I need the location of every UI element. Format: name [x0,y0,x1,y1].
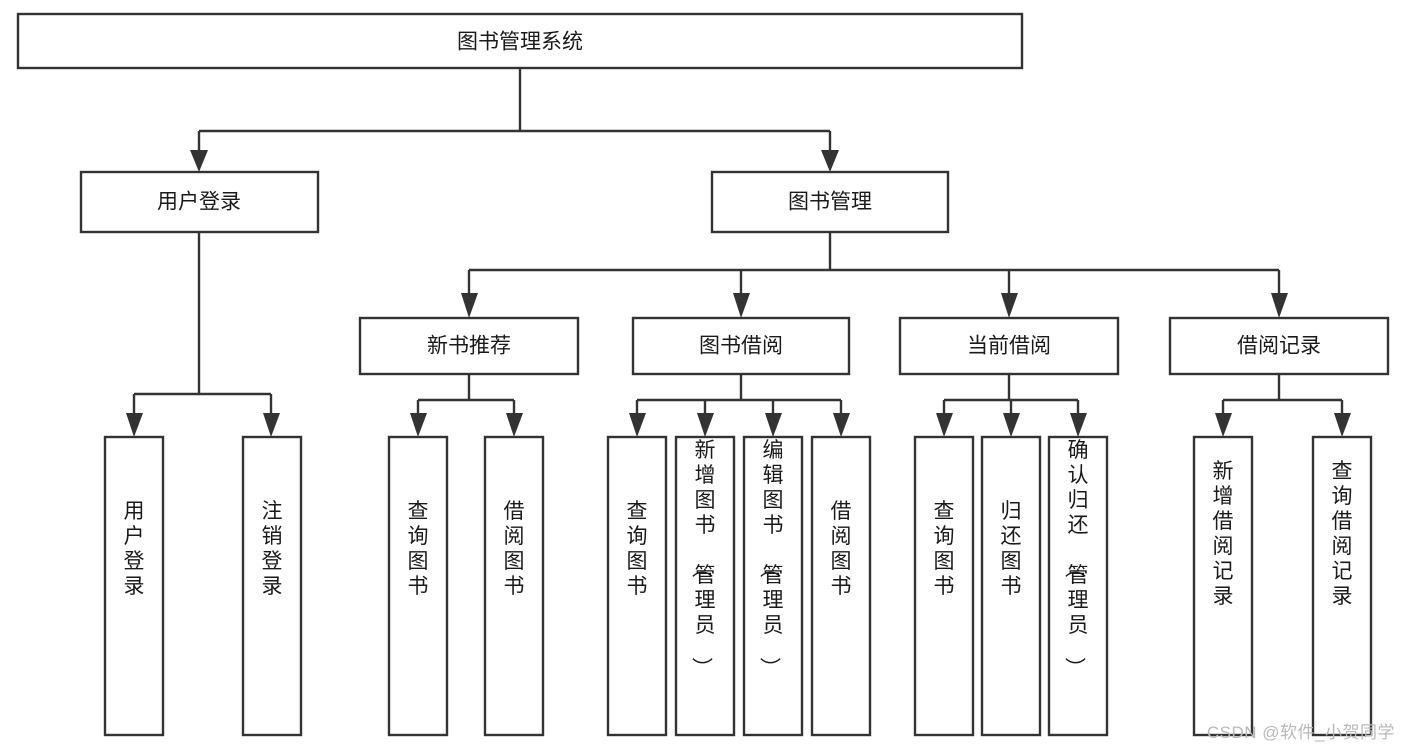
node-book-manage-box[interactable] [710,170,950,234]
node-leaf-edit-book-box[interactable] [742,435,804,737]
node-root-label: 图书管理系统 [457,31,583,54]
node-leaf-add-record-label: 新增借阅记录 [1213,460,1234,608]
arrow-leaf-borrow-book-1 [506,413,523,437]
connector-group [126,68,1351,437]
arrow-to-new-book-rec [461,293,478,318]
node-leaf-borrow-book-1[interactable]: 借阅图书 [483,435,545,737]
arrow-leaf-logout [263,413,280,437]
arrow-leaf-confirm-return [1070,413,1087,437]
arrow-leaf-add-book [697,413,714,437]
node-leaf-edit-book[interactable]: 编辑图书（管理员） [742,435,804,737]
arrow-leaf-query-book-1 [410,413,427,437]
arrow-to-book-manage [821,150,839,172]
node-leaf-borrow-book-1-box[interactable] [483,435,545,737]
node-leaf-confirm-return-label: 确认归还（管理员） [1063,439,1089,678]
node-leaf-query-book-1-box[interactable] [387,435,449,737]
node-leaf-user-login-box[interactable] [103,435,165,737]
node-leaf-query-book-3-label: 查询图书 [934,500,955,598]
node-leaf-confirm-return-box[interactable] [1047,435,1109,737]
arrow-leaf-edit-book [765,413,782,437]
node-leaf-query-book-3[interactable]: 查询图书 [913,435,975,737]
node-leaf-confirm-return[interactable]: 确认归还（管理员） [1047,435,1109,737]
node-book-borrow[interactable]: 图书借阅 [631,316,851,376]
node-new-book-rec[interactable]: 新书推荐 [358,316,580,376]
node-leaf-query-record-label: 查询借阅记录 [1332,460,1353,608]
node-leaf-logout-label: 注销登录 [262,500,283,598]
node-leaf-logout[interactable]: 注销登录 [241,435,303,737]
node-leaf-query-book-2-label: 查询图书 [627,500,648,598]
node-borrow-record-box[interactable] [1168,316,1390,376]
node-root[interactable]: 图书管理系统 [16,12,1024,70]
node-book-manage-label: 图书管理 [788,191,872,214]
node-current-borrow-label: 当前借阅 [967,335,1051,358]
arrow-leaf-add-record [1215,413,1232,437]
node-user-login[interactable]: 用户登录 [79,170,320,234]
node-leaf-add-book-box[interactable] [674,435,736,737]
node-leaf-return-book-label: 归还图书 [1001,500,1022,598]
arrow-leaf-user-login [126,413,143,437]
node-leaf-user-login-label: 用户登录 [124,500,145,598]
node-leaf-query-book-3-box[interactable] [913,435,975,737]
node-leaf-add-book-label: 新增图书（管理员） [690,439,716,678]
node-current-borrow[interactable]: 当前借阅 [898,316,1120,376]
node-new-book-rec-label: 新书推荐 [427,335,511,358]
node-leaf-query-book-2-box[interactable] [606,435,668,737]
node-leaf-borrow-book-2[interactable]: 借阅图书 [810,435,872,737]
arrow-leaf-borrow-book-2 [833,413,850,437]
node-leaf-borrow-book-2-box[interactable] [810,435,872,737]
node-current-borrow-box[interactable] [898,316,1120,376]
node-book-borrow-box[interactable] [631,316,851,376]
node-leaf-borrow-book-1-label: 借阅图书 [504,500,525,598]
node-leaf-add-record-box[interactable] [1192,435,1254,737]
node-leaf-return-book-box[interactable] [980,435,1042,737]
node-book-borrow-label: 图书借阅 [699,335,783,358]
arrow-leaf-query-book-3 [936,413,953,437]
arrow-leaf-return-book [1003,413,1020,437]
node-leaf-add-book[interactable]: 新增图书（管理员） [674,435,736,737]
arrow-leaf-query-record [1334,413,1351,437]
node-leaf-query-book-2[interactable]: 查询图书 [606,435,668,737]
node-leaf-query-record[interactable]: 查询借阅记录 [1311,435,1373,737]
arrow-to-borrow-record [1271,293,1288,318]
arrow-leaf-query-book-2 [629,413,646,437]
node-user-login-box[interactable] [79,170,320,234]
arrow-to-user-login [190,150,208,172]
node-leaf-user-login[interactable]: 用户登录 [103,435,165,737]
node-leaf-query-book-1-label: 查询图书 [408,500,429,598]
node-root-box[interactable] [16,12,1024,70]
node-leaf-query-record-box[interactable] [1311,435,1373,737]
node-leaf-add-record[interactable]: 新增借阅记录 [1192,435,1254,737]
arrow-to-book-borrow [733,293,750,318]
node-leaf-borrow-book-2-label: 借阅图书 [831,500,852,598]
node-leaf-edit-book-label: 编辑图书（管理员） [758,439,784,678]
node-new-book-rec-box[interactable] [358,316,580,376]
arrow-to-current-borrow [1001,293,1018,318]
node-leaf-return-book[interactable]: 归还图书 [980,435,1042,737]
node-book-manage[interactable]: 图书管理 [710,170,950,234]
node-leaf-logout-box[interactable] [241,435,303,737]
node-leaf-query-book-1[interactable]: 查询图书 [387,435,449,737]
node-user-login-label: 用户登录 [157,191,241,214]
node-borrow-record-label: 借阅记录 [1237,335,1321,358]
node-borrow-record[interactable]: 借阅记录 [1168,316,1390,376]
